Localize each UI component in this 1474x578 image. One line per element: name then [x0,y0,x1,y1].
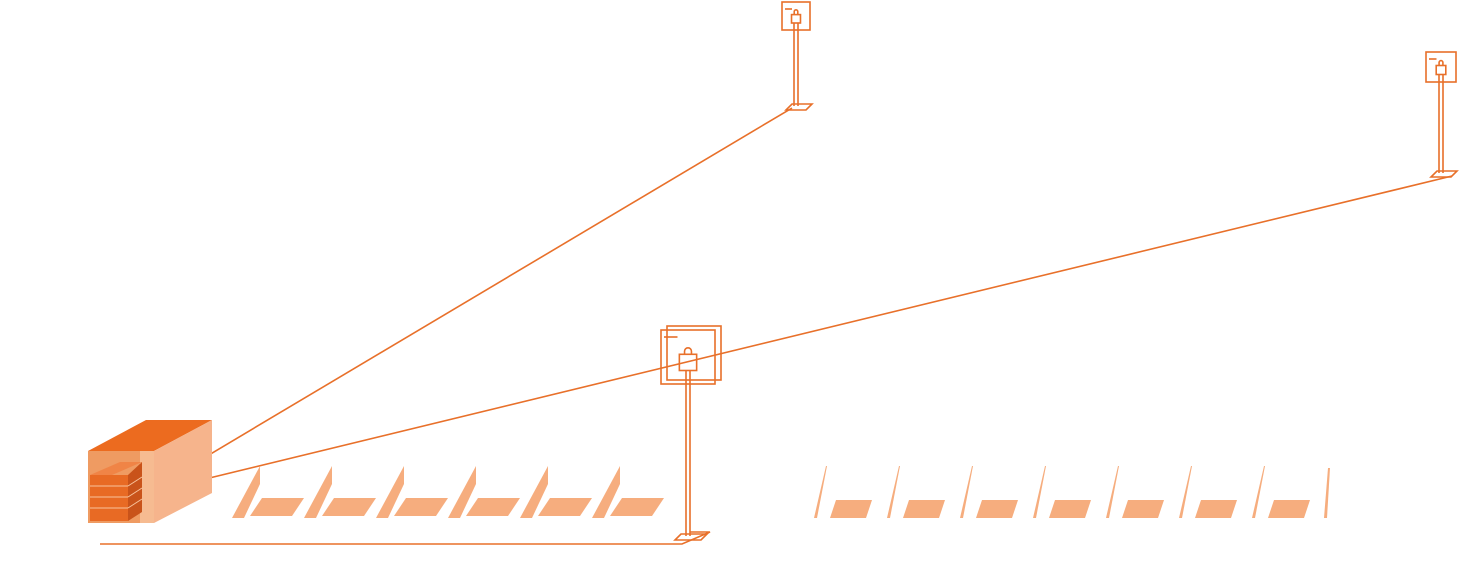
connector-to-sign-top [149,107,793,491]
lock-body [790,13,802,24]
panel-base [830,500,872,518]
tilted-panel-icon [304,466,376,518]
sign-frame [1425,51,1457,83]
tilted-panel-icon [1179,466,1237,518]
sign-base [784,103,814,111]
connector-lines [100,107,1453,545]
block-top-face [88,420,212,451]
tilted-panel-icon [1252,466,1310,518]
panel-fin [1179,466,1192,518]
tilted-panel-icon [1033,466,1091,518]
lock-body [678,353,698,372]
tilted-panel-icon [520,466,592,518]
panel-fin [520,466,548,518]
panel-base [394,498,448,516]
block-side-face [154,420,212,523]
panel-base [1268,500,1310,518]
panel-base [903,500,945,518]
sign-icon [660,325,722,541]
panel-base [976,500,1018,518]
block-front-sheen [140,451,154,523]
tilted-panel-icon [960,466,1018,518]
ground-line [100,531,711,545]
panel-fin [960,466,973,518]
panel-fin [448,466,476,518]
tilted-panel-icon [887,466,945,518]
panel-base [1122,500,1164,518]
sign-icon [1425,51,1459,178]
tilted-panel-icon [232,466,304,518]
core-stripes [90,476,143,509]
sign-base [1429,170,1459,178]
sign-icon [781,1,814,111]
lock-shackle [1438,59,1444,66]
core-front-face [90,475,128,521]
panel-fin [887,466,900,518]
lock-body [1435,64,1447,76]
panel-base [1195,500,1237,518]
tilted-panel-icon [448,466,520,518]
panel-fin [592,466,620,518]
sign-frame [781,1,811,31]
panel-fin [1106,466,1119,518]
panel-base [1049,500,1091,518]
lock-shackle [683,347,693,355]
panel-base [466,498,520,516]
tilted-panel-icon [1324,468,1330,518]
tilted-panel-icon [1106,466,1164,518]
sign-frame-back [666,325,722,381]
tilted-panel-icon [592,466,664,518]
panel-base [538,498,592,516]
panel-row-left [232,466,664,518]
tilted-panel-icon [814,466,872,518]
panel-fin [232,466,260,518]
panel-row-right [814,466,1330,518]
panel-base [610,498,664,516]
core-top-face [90,462,142,475]
panel-fin [814,466,827,518]
sign-base [673,533,709,541]
panel-fin [304,466,332,518]
panel-fin [1324,468,1330,518]
lock-shackle [793,9,799,15]
connector-to-sign-right [159,175,1453,491]
signs [660,1,1459,541]
panel-base [250,498,304,516]
sign-frame [660,329,716,385]
panel-base [322,498,376,516]
panel-fin [1252,466,1265,518]
panel-fin [1033,466,1046,518]
panel-fin [376,466,404,518]
stacked-block-icon [88,420,212,523]
tilted-panel-icon [376,466,448,518]
